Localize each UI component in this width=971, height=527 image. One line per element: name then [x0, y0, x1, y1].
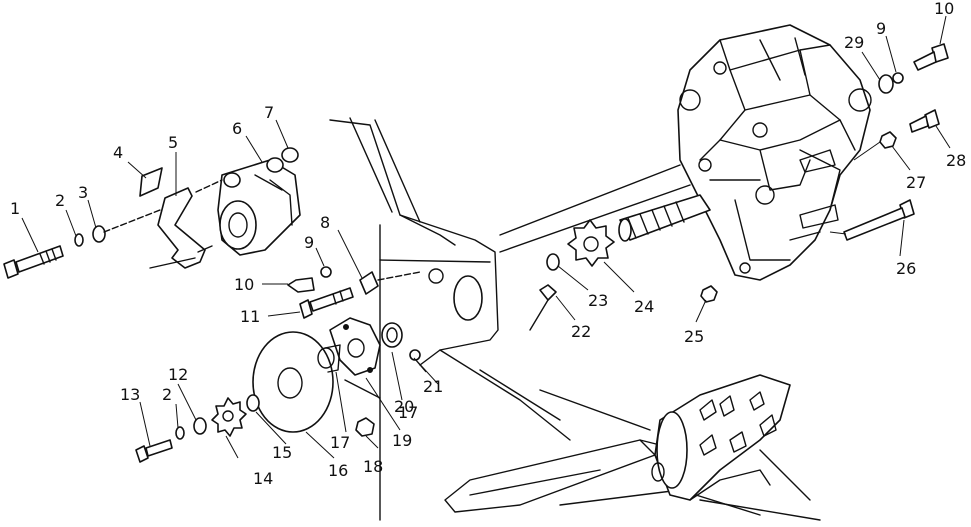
part-label-27: 27 — [906, 173, 926, 192]
part-label-1: 1 — [10, 199, 20, 218]
seal-ring — [453, 275, 483, 321]
part-label-13: 13 — [120, 385, 140, 404]
washer-2 — [74, 233, 84, 247]
tab-washer-8 — [359, 271, 379, 295]
part-labels: 1 2 3 4 5 6 7 8 9 10 11 12 13 2 14 15 16… — [10, 0, 966, 488]
part-label-20: 20 — [394, 397, 414, 416]
bolt-13 — [135, 439, 173, 463]
part-label-24: 24 — [634, 297, 654, 316]
part-label-6: 6 — [232, 119, 242, 138]
part-label-10-right: 10 — [934, 0, 954, 18]
bolt-10-right — [913, 43, 949, 71]
caliper-housing-6 — [217, 157, 301, 256]
part-label-3: 3 — [78, 183, 88, 202]
part-label-2-lower: 2 — [162, 385, 172, 404]
part-label-17-b: 17 — [398, 403, 418, 422]
part-label-29: 29 — [844, 33, 864, 52]
washer-12 — [193, 417, 207, 435]
nut-25 — [700, 285, 718, 303]
part-label-5: 5 — [168, 133, 178, 152]
bushing-7 — [281, 147, 299, 163]
plate-4 — [139, 167, 163, 197]
part-label-19: 19 — [392, 431, 412, 450]
brake-disc-16 — [252, 331, 341, 433]
part-label-9-left: 9 — [304, 233, 314, 252]
part-label-4: 4 — [113, 143, 123, 162]
washer-21 — [409, 349, 421, 361]
part-label-26: 26 — [896, 259, 916, 278]
part-label-18: 18 — [363, 457, 383, 476]
washer-2-lower — [175, 426, 185, 440]
bolt-26 — [843, 199, 915, 241]
bolt-22 — [529, 284, 557, 331]
part-label-17-a: 17 — [330, 433, 350, 452]
nut-27 — [879, 131, 897, 149]
part-label-21: 21 — [423, 377, 443, 396]
bolt-28 — [909, 109, 940, 133]
drive-sprocket — [567, 219, 615, 267]
part-label-2: 2 — [55, 191, 65, 210]
washer-3 — [92, 225, 106, 243]
part-label-10-left: 10 — [234, 275, 254, 294]
sprocket-14 — [211, 397, 247, 437]
part-label-25: 25 — [684, 327, 704, 346]
washer-9-left — [320, 266, 332, 278]
chaincase-cover — [651, 374, 791, 501]
washer-23 — [546, 253, 560, 271]
part-label-14: 14 — [253, 469, 273, 488]
bolt-10-left — [287, 277, 315, 293]
part-label-8: 8 — [320, 213, 330, 232]
part-label-12: 12 — [168, 365, 188, 384]
part-label-9-right: 9 — [876, 19, 886, 38]
part-label-23: 23 — [588, 291, 608, 310]
washer-29 — [878, 74, 894, 94]
bearing-20 — [381, 322, 403, 348]
output-shaft — [618, 194, 711, 242]
bolt-1 — [3, 245, 64, 279]
bearing-plate-19 — [329, 317, 381, 376]
washer-15 — [246, 394, 260, 412]
part-label-22: 22 — [571, 322, 591, 341]
transmission-housing — [677, 24, 872, 281]
part-label-7: 7 — [264, 103, 274, 122]
leader-lines — [21, 15, 951, 459]
part-label-15: 15 — [272, 443, 292, 462]
part-label-16: 16 — [328, 461, 348, 480]
part-label-11: 11 — [240, 307, 260, 326]
bolt-11 — [299, 287, 354, 319]
bracket-5 — [149, 187, 213, 269]
washer-9-right — [892, 72, 904, 84]
nut-18 — [355, 417, 375, 437]
part-label-28: 28 — [946, 151, 966, 170]
